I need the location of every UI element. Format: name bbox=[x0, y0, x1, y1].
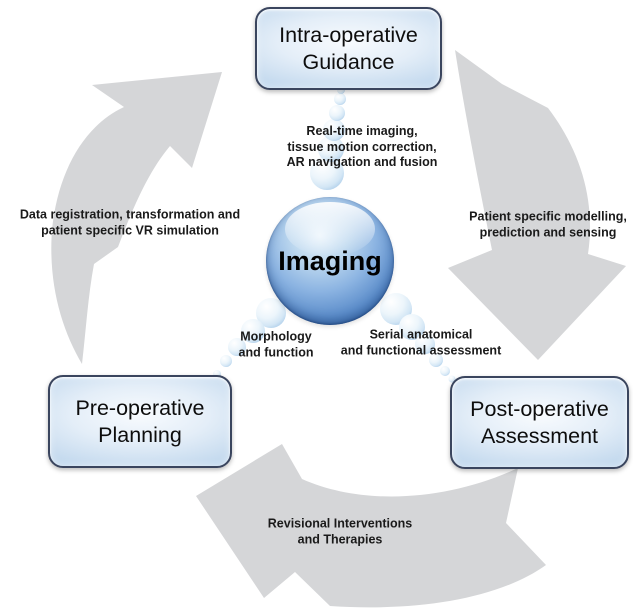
center-node-label: Imaging bbox=[278, 245, 382, 276]
arrow-label-intra-to-post: Patient specific modelling, prediction a… bbox=[469, 209, 627, 240]
connector-label-imaging-pre: Morphology and function bbox=[238, 329, 314, 360]
connector-label-imaging-intra: Real-time imaging, tissue motion correct… bbox=[286, 123, 438, 169]
node-intra-operative-guidance: Intra-operative Guidance bbox=[255, 7, 442, 90]
arrow-intra-to-post bbox=[448, 50, 626, 360]
arrow-label-pre-to-intra: Data registration, transformation and pa… bbox=[19, 207, 241, 238]
connector-label-imaging-post: Serial anatomical and functional assessm… bbox=[340, 327, 502, 358]
node-pre-operative-planning: Pre-operative Planning bbox=[48, 375, 232, 468]
arrow-label-post-to-pre: Revisional Interventions and Therapies bbox=[267, 516, 413, 547]
arrow-post-to-pre bbox=[196, 444, 546, 608]
center-node-imaging: Imaging bbox=[266, 197, 394, 325]
bubble-chain-imaging-to-pre bbox=[213, 298, 286, 378]
bubble-chain-imaging-to-post bbox=[380, 293, 456, 383]
arrow-pre-to-intra bbox=[51, 72, 222, 364]
node-post-operative-assessment: Post-operative Assessment bbox=[450, 376, 629, 469]
